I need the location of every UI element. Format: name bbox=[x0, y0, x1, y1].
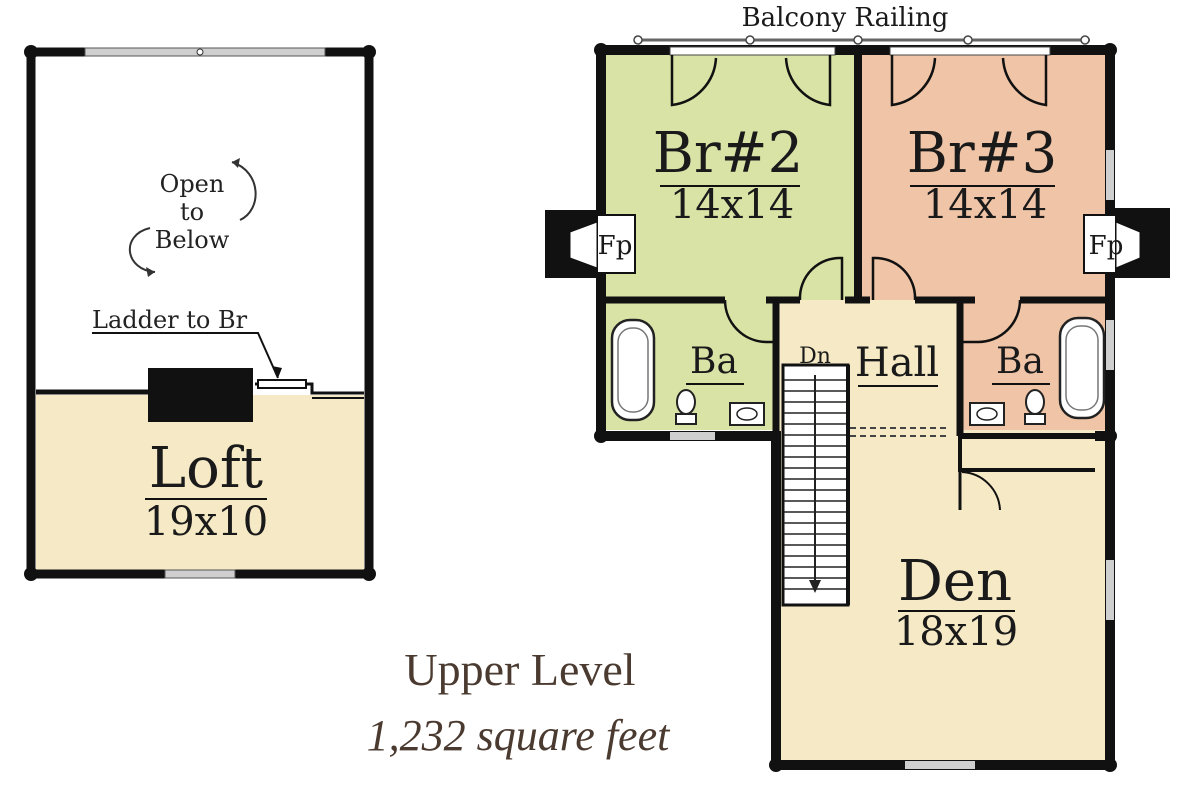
corner-post bbox=[594, 43, 608, 57]
door-swing bbox=[1001, 55, 1048, 107]
bathtub-inner bbox=[1065, 325, 1099, 411]
balcony-label: Balcony Railing bbox=[742, 3, 949, 33]
main-outer-wall bbox=[596, 50, 1115, 770]
br2-room-name: Br#2 bbox=[653, 121, 803, 186]
swirl-arrow-icon bbox=[129, 227, 156, 273]
railing-post bbox=[633, 35, 643, 45]
window-mullion bbox=[196, 48, 204, 56]
toilet-tank bbox=[1024, 413, 1046, 425]
br3-floor bbox=[862, 55, 1110, 300]
firebox bbox=[1115, 221, 1141, 269]
caption-title: Upper Level bbox=[404, 644, 635, 695]
den-room-dims: 18x19 bbox=[894, 609, 1018, 655]
door-swing bbox=[871, 256, 917, 301]
chimney-block bbox=[148, 368, 253, 422]
sink-basin bbox=[976, 407, 998, 421]
br3-room-name: Br#3 bbox=[907, 121, 1057, 186]
ba-left-label: Ba bbox=[690, 341, 738, 382]
ladder-leader bbox=[92, 332, 279, 379]
fp-label-right: Fp bbox=[1089, 231, 1124, 261]
window bbox=[1106, 320, 1114, 370]
open-to-below-line2: to bbox=[180, 198, 204, 226]
railing-post bbox=[1080, 35, 1090, 45]
stair-dn-label: Dn bbox=[799, 344, 831, 369]
ladder-label: Ladder to Br bbox=[92, 306, 248, 334]
toilet-icon bbox=[1025, 389, 1045, 415]
corner-post bbox=[1103, 429, 1117, 443]
swirl-arrow-icon bbox=[231, 161, 257, 221]
door-swing bbox=[784, 55, 832, 107]
arrow-icon bbox=[232, 158, 240, 168]
door-swing bbox=[670, 55, 718, 107]
corner-post bbox=[1103, 43, 1117, 57]
toilet-tank bbox=[675, 413, 697, 425]
br2-floor bbox=[601, 55, 856, 300]
br2-room-dims: 14x14 bbox=[670, 182, 794, 228]
arrow-icon bbox=[146, 267, 155, 277]
open-to-below-line1: Open bbox=[160, 170, 225, 198]
hall-label: Hall bbox=[855, 340, 939, 386]
bathtub-inner bbox=[617, 327, 649, 413]
fp-label-left: Fp bbox=[598, 231, 633, 261]
corner-post bbox=[362, 45, 376, 59]
railing-post bbox=[963, 35, 973, 45]
corner-post bbox=[24, 567, 38, 581]
corner-post bbox=[1103, 758, 1117, 772]
toilet-icon bbox=[676, 389, 696, 415]
loft-room-dims: 19x10 bbox=[144, 499, 268, 545]
window bbox=[905, 761, 975, 769]
sink-basin bbox=[736, 407, 758, 421]
window bbox=[1106, 150, 1114, 200]
door-swing bbox=[960, 299, 1022, 344]
open-to-below-line3: Below bbox=[155, 226, 230, 254]
loft-room-name: Loft bbox=[149, 436, 264, 501]
main-plan: Balcony Railing Fp Fp bbox=[545, 3, 1170, 772]
ba-right-label: Ba bbox=[996, 341, 1044, 382]
railing-post bbox=[853, 35, 863, 45]
corner-post bbox=[594, 429, 608, 443]
loft-floor bbox=[36, 395, 364, 571]
corner-post bbox=[769, 758, 783, 772]
loft-top-window bbox=[84, 47, 326, 57]
door-swing bbox=[961, 471, 1001, 511]
den-room-name: Den bbox=[898, 549, 1012, 614]
window bbox=[1106, 560, 1114, 620]
window-opening bbox=[669, 46, 836, 56]
railing-post bbox=[745, 35, 755, 45]
corner-post bbox=[24, 45, 38, 59]
loft-plan: Open to Below Ladder to Br Loft 19x10 bbox=[24, 45, 376, 581]
door-swing bbox=[890, 55, 937, 107]
caption-subtitle: 1,232 square feet bbox=[367, 711, 671, 760]
loft-bottom-window bbox=[164, 569, 236, 579]
firebox bbox=[569, 221, 598, 269]
arrow-icon bbox=[272, 366, 282, 378]
corner-post bbox=[362, 567, 376, 581]
window-opening bbox=[889, 46, 1051, 56]
ladder-icon bbox=[257, 379, 307, 389]
window bbox=[670, 432, 715, 440]
door-swing bbox=[798, 256, 844, 301]
down-arrow-icon bbox=[809, 580, 821, 593]
br3-room-dims: 14x14 bbox=[923, 182, 1047, 228]
fireplace-hearth-right bbox=[1083, 214, 1117, 274]
door-swing bbox=[723, 299, 776, 344]
fireplace-hearth-left bbox=[596, 214, 636, 274]
